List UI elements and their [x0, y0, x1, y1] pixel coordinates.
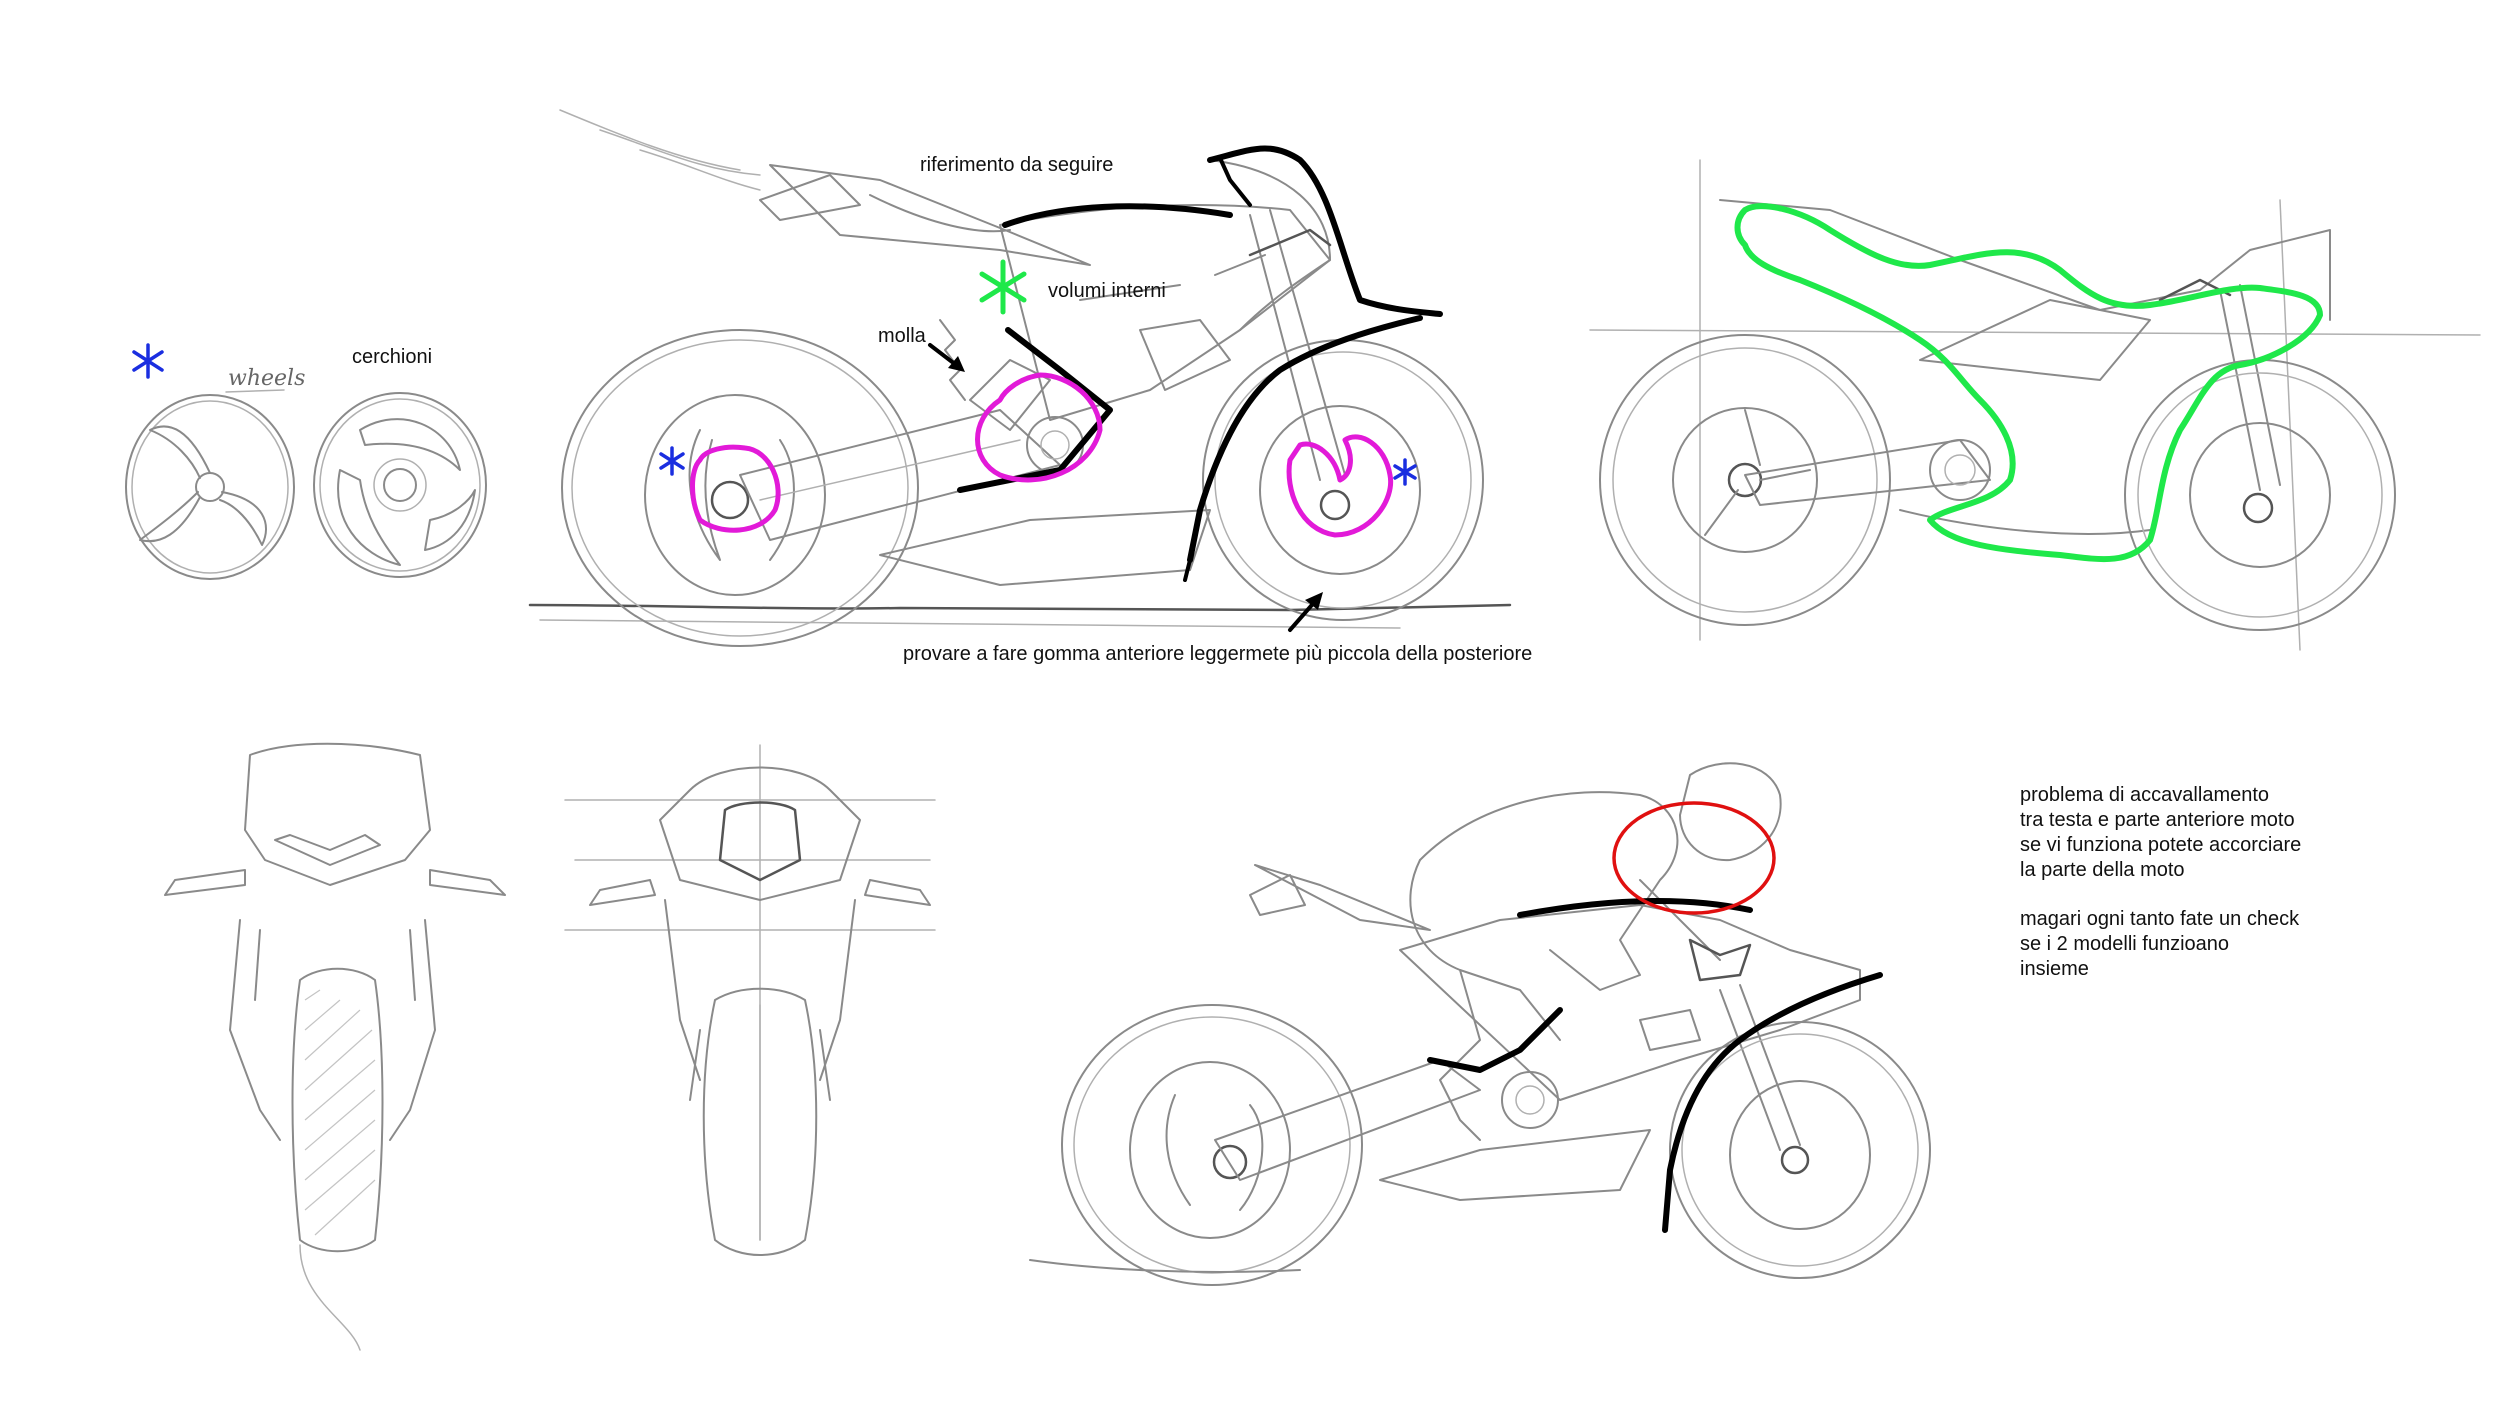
wheels-handwritten-label: wheels — [228, 366, 305, 391]
rider-side-view-sketch — [1029, 762, 1931, 1286]
arrow-pointer-icon — [1288, 592, 1323, 632]
reference-sketch-green — [1535, 150, 2500, 670]
problem-line: se vi funziona potete accorciare — [2020, 834, 2301, 856]
front-view-sketch — [164, 742, 506, 1351]
rim-left — [125, 394, 295, 580]
riferimento-label: riferimento da seguire — [920, 154, 1113, 176]
overlap-highlight-circle — [1612, 801, 1776, 915]
problem-line: insieme — [2020, 958, 2089, 980]
volumi-label: volumi interni — [1048, 280, 1166, 302]
problem-line: tra testa e parte anteriore moto — [2020, 809, 2295, 831]
asterisk-marker-icon — [132, 343, 164, 379]
arrow-pointer-icon — [928, 343, 965, 372]
cerchioni-label: cerchioni — [352, 346, 432, 368]
molla-label: molla — [878, 325, 927, 347]
problem-line: problema di accavallamento — [2020, 784, 2269, 806]
asterisk-marker-icon — [659, 446, 685, 476]
problem-line: se i 2 modelli funzioano — [2020, 933, 2229, 955]
rims-sketch: wheels — [125, 343, 487, 580]
side-view-sketch — [528, 109, 1512, 647]
asterisk-marker-icon — [1393, 458, 1417, 486]
rear-view-sketch — [564, 744, 936, 1256]
problem-line: magari ogni tanto fate un check — [2020, 908, 2300, 930]
provare-label: provare a fare gomma anteriore leggermet… — [903, 643, 1532, 665]
asterisk-marker-icon — [979, 259, 1027, 315]
problem-note: problema di accavallamento tra testa e p… — [2020, 784, 2301, 980]
problem-line: la parte della moto — [2020, 859, 2185, 881]
rim-right — [313, 392, 487, 578]
